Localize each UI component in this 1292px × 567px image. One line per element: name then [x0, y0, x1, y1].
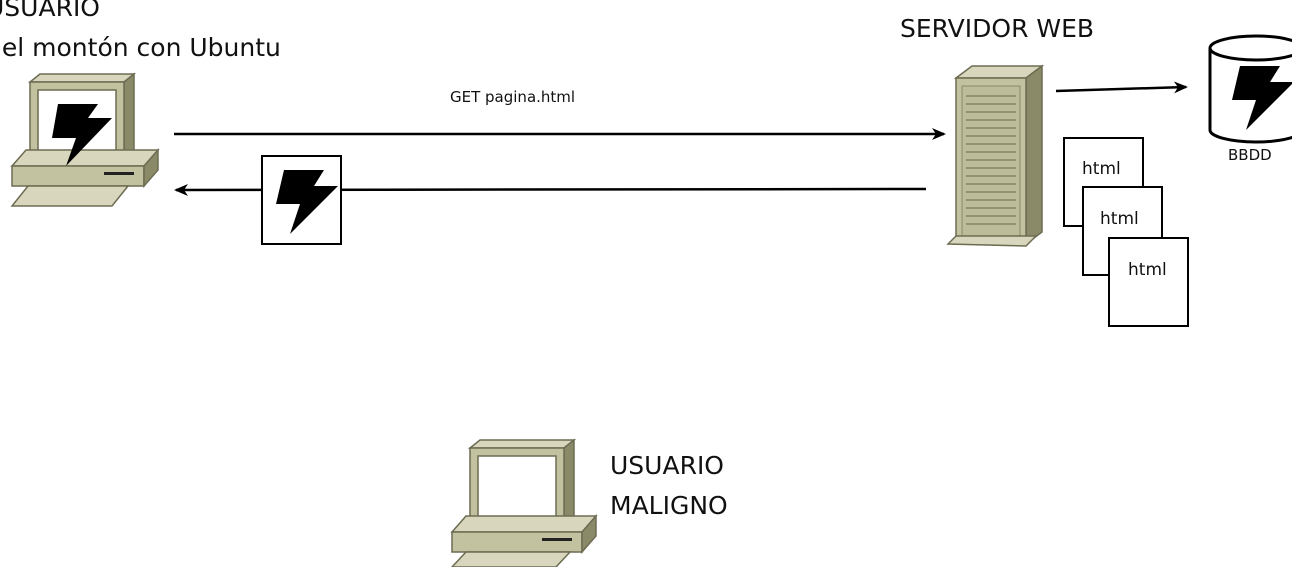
document-1-label: html [1082, 159, 1121, 179]
response-payload [261, 155, 342, 245]
user-lightning-icon [52, 104, 112, 166]
database-label: BBDD [1228, 146, 1272, 164]
db-arrow [1055, 81, 1188, 94]
database-lightning-icon [1232, 66, 1292, 130]
user-title-line1: USUARIO [0, 0, 100, 22]
database-cylinder-icon [1208, 34, 1292, 144]
malicious-user-title-line2: MALIGNO [610, 491, 728, 520]
payload-lightning-icon [276, 170, 338, 234]
document-3-label: html [1128, 260, 1167, 280]
malicious-computer-icon [450, 438, 598, 567]
request-label: GET pagina.html [450, 88, 575, 106]
server-title: SERVIDOR WEB [900, 14, 1094, 43]
document-3: html [1108, 237, 1189, 327]
server-tower-icon [946, 64, 1045, 247]
malicious-user-title-line1: USUARIO [610, 451, 724, 480]
document-2-label: html [1100, 209, 1139, 229]
user-title-line2: del montón con Ubuntu [0, 33, 281, 62]
